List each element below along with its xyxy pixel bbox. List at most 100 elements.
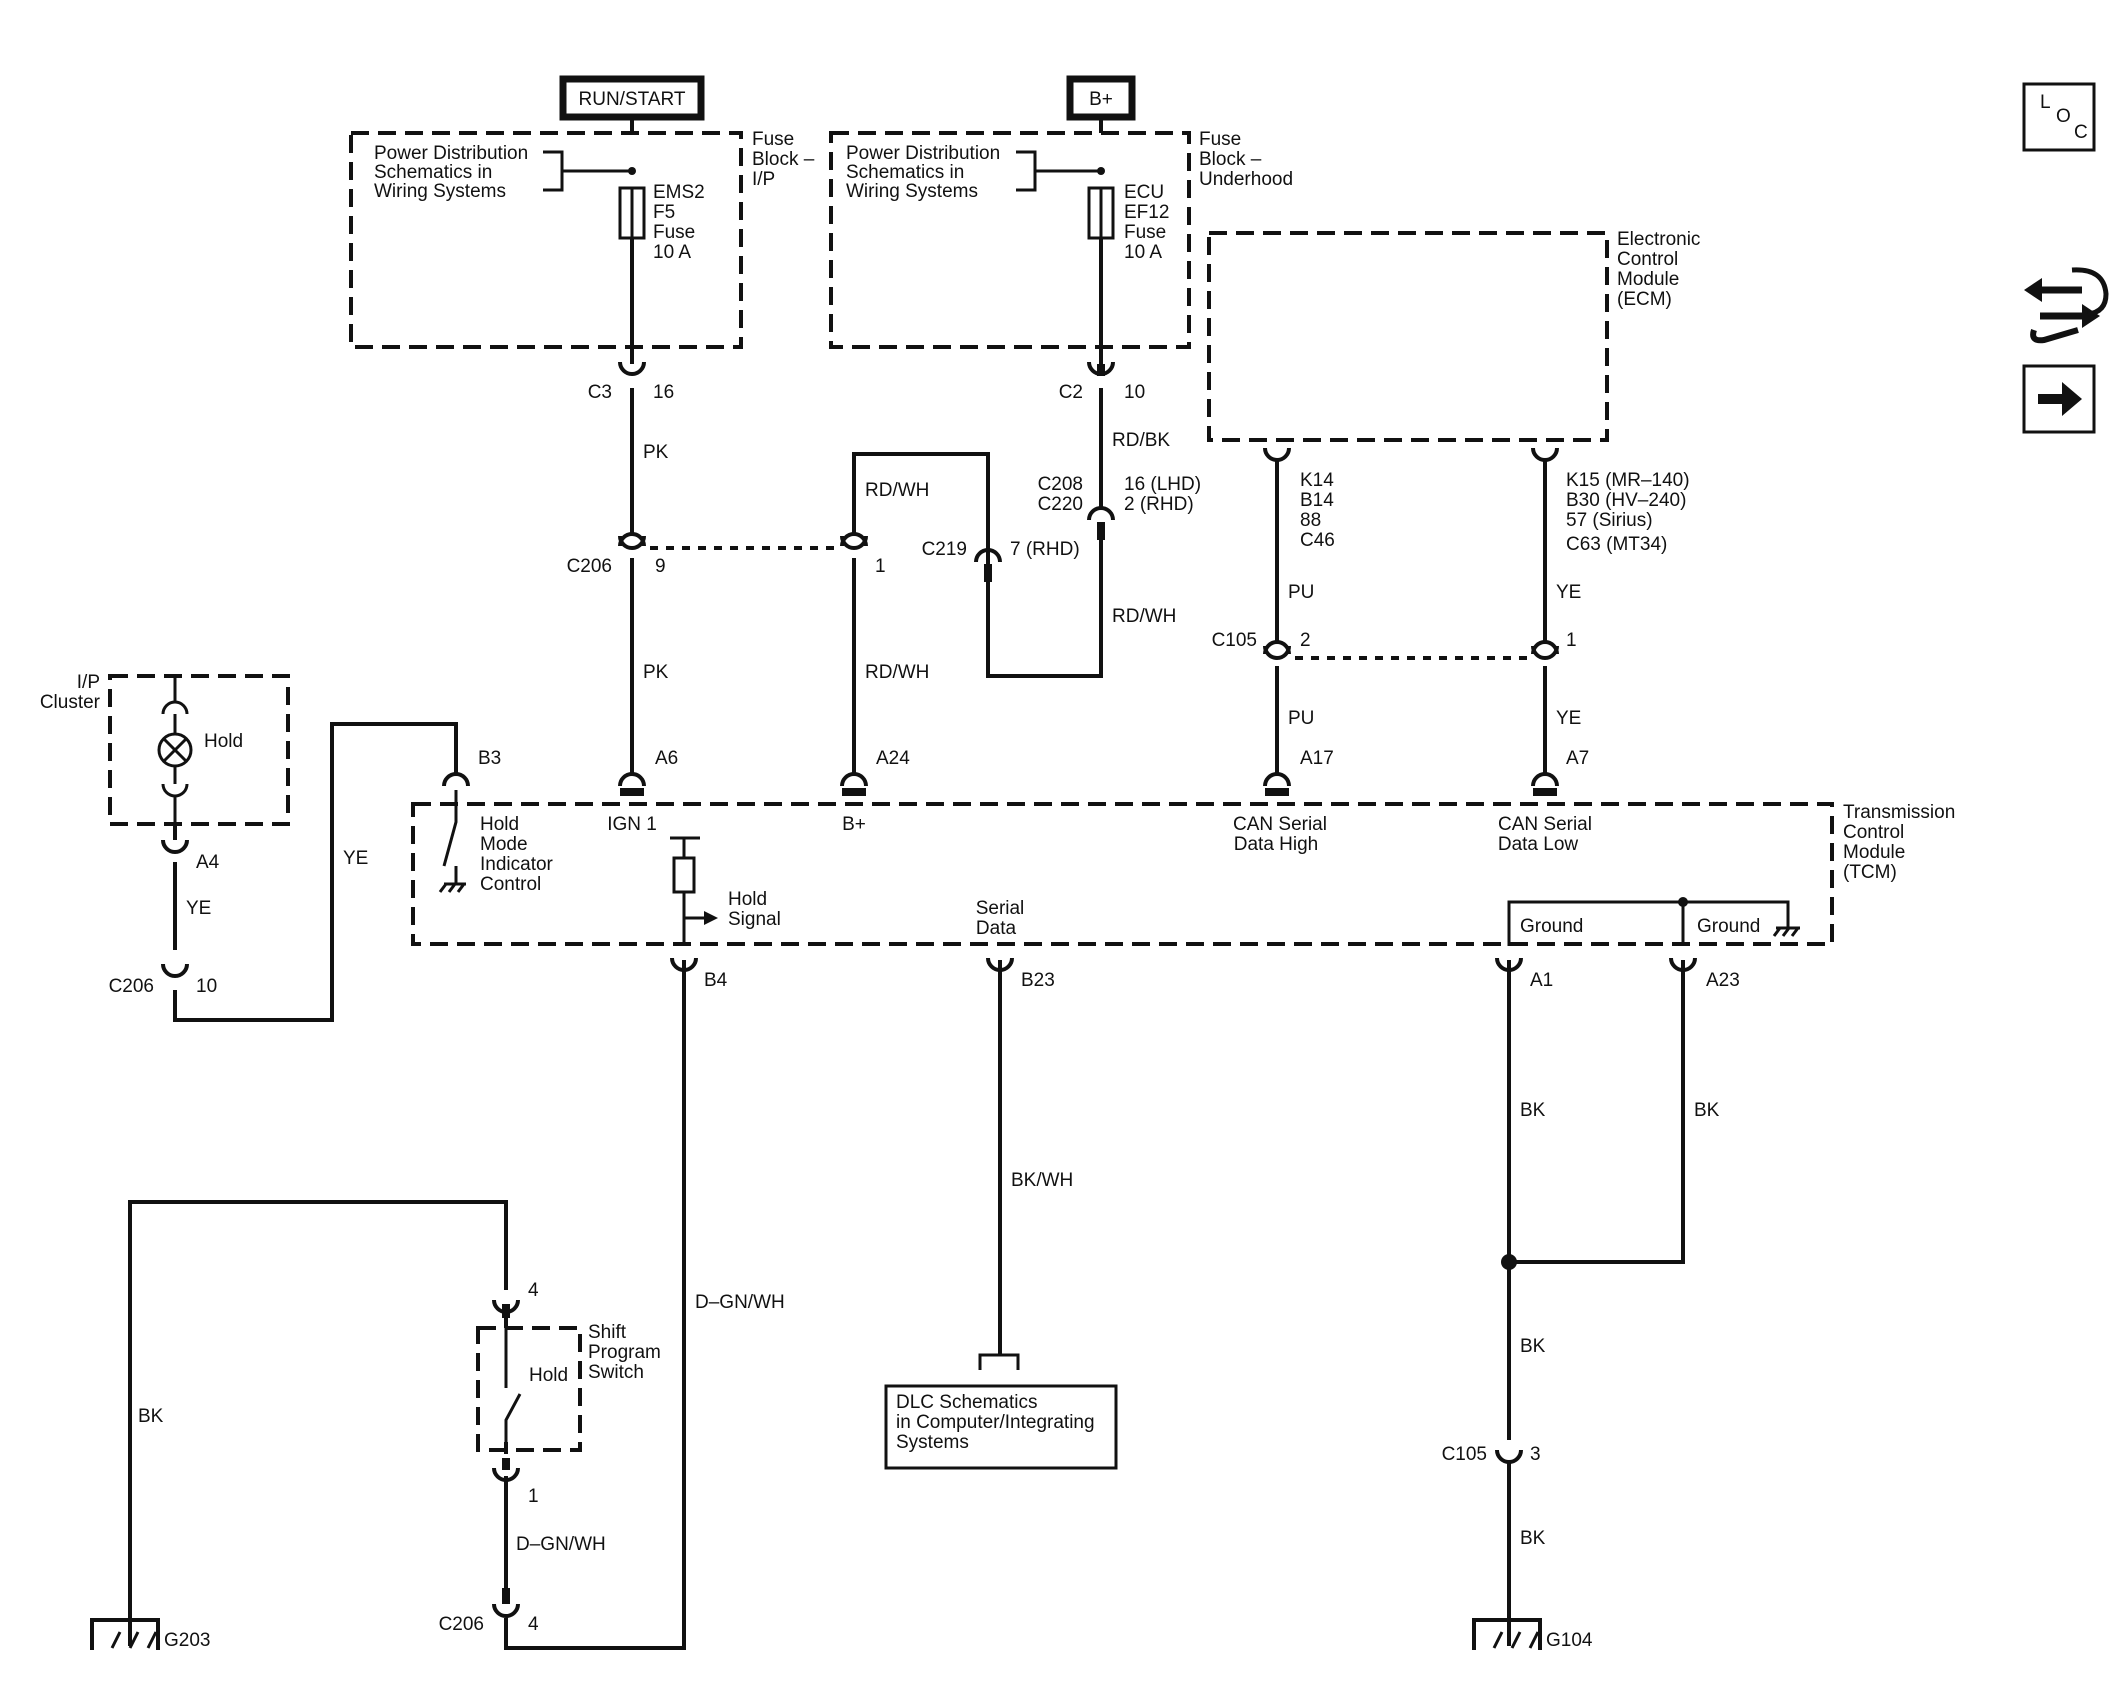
c206-top-pin: 9 (655, 556, 666, 577)
wire-ye-left: YE (343, 848, 368, 869)
fuse-uh-block3: Underhood (1199, 169, 1293, 190)
g203-label: G203 (164, 1630, 210, 1651)
wire-ye2: YE (1556, 708, 1581, 729)
c208-label: C208 (1038, 474, 1083, 495)
tcm-name2: Control (1843, 822, 1904, 843)
wire-bk-mid: BK (1520, 1336, 1546, 1357)
wire-rdbk: RD/BK (1112, 430, 1170, 451)
fuse-uh-ref-line2: Schematics in (846, 162, 964, 183)
tcm-serial-data2: Data (976, 918, 1017, 939)
c219-pin: 7 (RHD) (1010, 539, 1080, 560)
fuse-ip-name1: EMS2 (653, 182, 705, 203)
wire-pu2: PU (1288, 708, 1314, 729)
wire-labels: PK PK RD/BK RD/WH RD/WH RD/WH PU PU YE Y… (138, 430, 1720, 1555)
c3-label: C3 (588, 382, 612, 403)
c206-top-label: C206 (567, 556, 612, 577)
dlc-ref2: in Computer/Integrating (896, 1412, 1095, 1433)
c2-pin: 10 (1124, 382, 1145, 403)
ecm-pin-low1: K15 (MR–140) (1566, 470, 1690, 491)
fuse-uh-name3: Fuse (1124, 222, 1166, 243)
loc-o: O (2056, 106, 2071, 127)
tcm-can-high1: CAN Serial (1233, 814, 1327, 835)
ecm-pin-high1: K14 (1300, 470, 1334, 491)
c206-bottom-label: C206 (439, 1614, 484, 1635)
wires (128, 117, 1685, 1650)
tcm-module: Transmission Control Module (TCM) IGN 1 … (411, 790, 1955, 946)
ecm-module: Electronic Control Module (ECM) (1207, 229, 1700, 442)
wire-bkwh: BK/WH (1011, 1170, 1073, 1191)
connector-symbols (161, 361, 1697, 1618)
tcm-can-low2: Data Low (1498, 834, 1579, 855)
tcm-name1: Transmission (1843, 802, 1955, 823)
ecm-name4: (ECM) (1617, 289, 1672, 310)
fuse-uh-block1: Fuse (1199, 129, 1241, 150)
fuse-block-ip: Power Distribution Schematics in Wiring … (349, 129, 815, 349)
ecm-name3: Module (1617, 269, 1679, 290)
fuse-block-underhood: Power Distribution Schematics in Wiring … (829, 129, 1293, 349)
locator-button[interactable]: L O C (2022, 82, 2096, 152)
switch-pin1: 1 (528, 1486, 539, 1507)
wire-pk1: PK (643, 442, 669, 463)
c105-top-pin: 2 (1300, 630, 1311, 651)
ground-g104-symbol (1472, 1618, 1542, 1650)
a1-label: A1 (1530, 970, 1553, 991)
dlc-ref3: Systems (896, 1432, 969, 1453)
tcm-hold-mode2: Mode (480, 834, 528, 855)
c220-pin: 2 (RHD) (1124, 494, 1194, 515)
wire-rdwh3: RD/WH (865, 662, 929, 683)
c105-bottom-pin: 3 (1530, 1444, 1541, 1465)
tcm-hold-signal2: Signal (728, 909, 781, 930)
fuse-ip-block1: Fuse (752, 129, 794, 150)
dlc-reference: DLC Schematics in Computer/Integrating S… (884, 1353, 1118, 1470)
fuse-ip-rating: 10 A (653, 242, 691, 263)
ip-cluster-name2: Cluster (40, 692, 101, 713)
ecm-name2: Control (1617, 249, 1678, 270)
c206-left-label: C206 (109, 976, 154, 997)
tcm-hold-mode4: Control (480, 874, 541, 895)
fuse-uh-name1: ECU (1124, 182, 1164, 203)
fuse-ip-ref-line2: Schematics in (374, 162, 492, 183)
tcm-name4: (TCM) (1843, 862, 1897, 883)
ecm-pin-low4: C63 (MT34) (1566, 534, 1667, 555)
wire-rdwh2: RD/WH (1112, 606, 1176, 627)
wire-ye-cluster: YE (186, 898, 211, 919)
tcm-can-high2: Data High (1234, 834, 1319, 855)
run-start-label: RUN/START (579, 89, 686, 110)
b-plus-label: B+ (1089, 89, 1113, 110)
a24-label: A24 (876, 748, 910, 769)
b3-label: B3 (478, 748, 501, 769)
tcm-can-low1: CAN Serial (1498, 814, 1592, 835)
wire-ye1: YE (1556, 582, 1581, 603)
c219-label: C219 (922, 539, 967, 560)
a7-label: A7 (1566, 748, 1589, 769)
switch-pin4: 4 (528, 1280, 539, 1301)
c206-top-pin2: 1 (875, 556, 886, 577)
c3-pin: 16 (653, 382, 674, 403)
tcm-hold-mode1: Hold (480, 814, 519, 835)
c220-label: C220 (1038, 494, 1083, 515)
ecm-pin-high3: 88 (1300, 510, 1321, 531)
fuse-ip-ref-line1: Power Distribution (374, 143, 528, 164)
connector-labels: C3 16 C2 10 C208 C220 16 (LHD) 2 (RHD) C… (109, 382, 1740, 1651)
a6-label: A6 (655, 748, 678, 769)
fuse-ip-block3: I/P (752, 169, 775, 190)
ecm-name1: Electronic (1617, 229, 1700, 250)
ground-g203-symbol (90, 1618, 160, 1650)
c105-top-pin2: 1 (1566, 630, 1577, 651)
shift-switch-name2: Program (588, 1342, 661, 1363)
ip-cluster: I/P Cluster Hold (40, 672, 290, 826)
tcm-name3: Module (1843, 842, 1905, 863)
wire-dgnwh1: D–GN/WH (695, 1292, 785, 1313)
a4-label: A4 (196, 852, 220, 873)
next-page-button[interactable] (2022, 364, 2096, 434)
fuse-ip-block2: Block – (752, 149, 815, 170)
wire-bk-a1: BK (1520, 1100, 1546, 1121)
connector-wrench-icon[interactable] (2024, 267, 2109, 344)
c105-top-label: C105 (1212, 630, 1257, 651)
ecm-pin-low2: B30 (HV–240) (1566, 490, 1686, 511)
shift-switch-name3: Switch (588, 1362, 644, 1383)
ecm-pin-low3: 57 (Sirius) (1566, 510, 1653, 531)
tcm-ground1: Ground (1520, 916, 1583, 937)
wire-bk-a23: BK (1694, 1100, 1720, 1121)
wire-pk2: PK (643, 662, 669, 683)
